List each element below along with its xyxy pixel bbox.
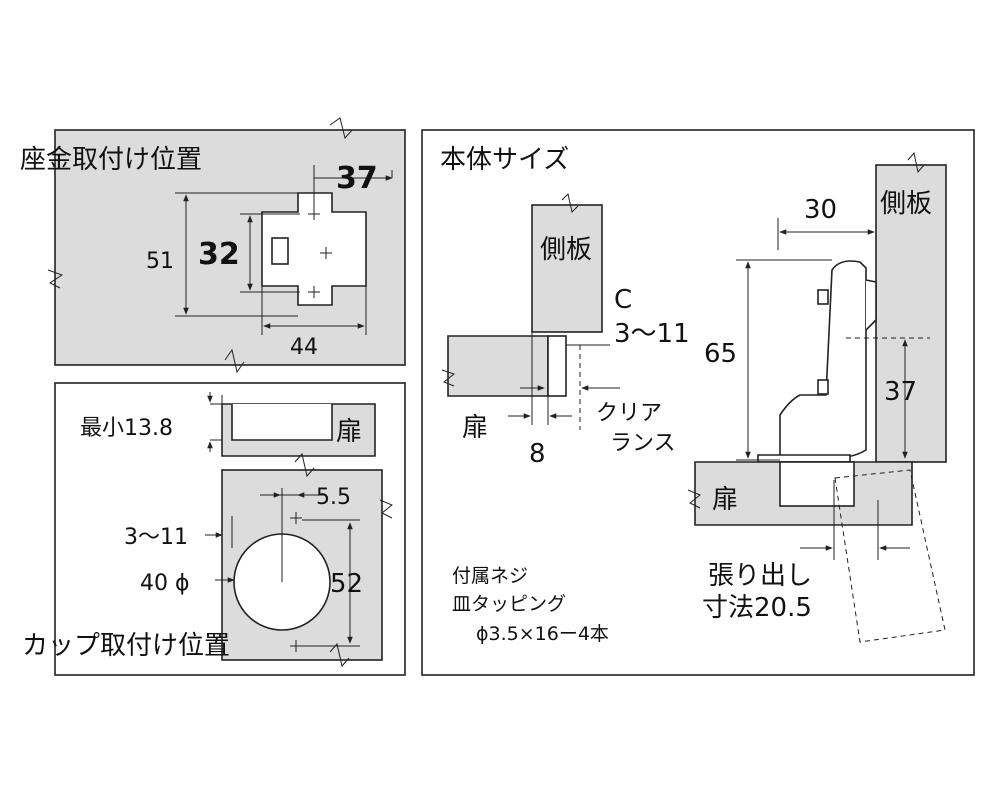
dim-52: 52 <box>330 569 363 599</box>
plate-square-hole <box>271 237 289 265</box>
door-open-outline <box>834 469 946 643</box>
clearance-label-2: ランス <box>610 431 676 456</box>
screw-label-2: 皿タッピング <box>452 593 566 615</box>
plate-center-mark <box>308 208 332 298</box>
plate-title: 座金取付け位置 <box>20 145 202 175</box>
dim-8: 8 <box>529 439 546 469</box>
overhang-label-2: 寸法20.5 <box>702 593 812 623</box>
side-board-label-1: 側板 <box>540 235 592 265</box>
clearance-label-1: クリア <box>596 401 662 426</box>
dim-32: 32 <box>198 237 240 272</box>
dim-44: 44 <box>290 335 318 360</box>
dim-3-11-cup: 3～11 <box>124 525 188 550</box>
overhang-label-1: 張り出し <box>708 561 812 591</box>
screw-label-1: 付属ネジ <box>452 565 528 587</box>
side-board-label-2: 側板 <box>880 189 932 219</box>
plate-panel: 座金取付け位置 37 51 32 44 <box>20 117 406 374</box>
cup-title: カップ取付け位置 <box>22 631 230 661</box>
mounting-plate-outline <box>261 192 367 306</box>
dim-37-body: 37 <box>884 377 917 407</box>
dim-65: 65 <box>704 339 737 369</box>
door-label-2: 扉 <box>712 485 738 515</box>
min-thickness-label: 最小13.8 <box>80 416 173 441</box>
dim-5-5: 5.5 <box>316 485 351 510</box>
c-range: 3～11 <box>614 319 690 349</box>
dim-51: 51 <box>146 249 174 274</box>
dim-30: 30 <box>804 195 837 225</box>
body-panel: 本体サイズ 側板 側板 C 3～11 扉 8 クリア ランス 30 65 37 … <box>421 129 975 676</box>
dim-37-plate: 37 <box>336 161 378 196</box>
c-label: C <box>614 285 632 315</box>
door-label-1: 扉 <box>462 413 488 443</box>
body-title: 本体サイズ <box>440 145 569 175</box>
side-board-left <box>531 204 603 333</box>
dim-40phi: 40 ϕ <box>140 571 190 596</box>
door-label-cup: 扉 <box>336 417 362 447</box>
cup-panel: 最小13.8 扉 5.5 3～11 40 ϕ 52 カップ取付け位置 <box>22 382 406 676</box>
screw-label-3: ϕ3.5×16ー4本 <box>476 623 609 645</box>
side-board-right <box>875 164 947 463</box>
